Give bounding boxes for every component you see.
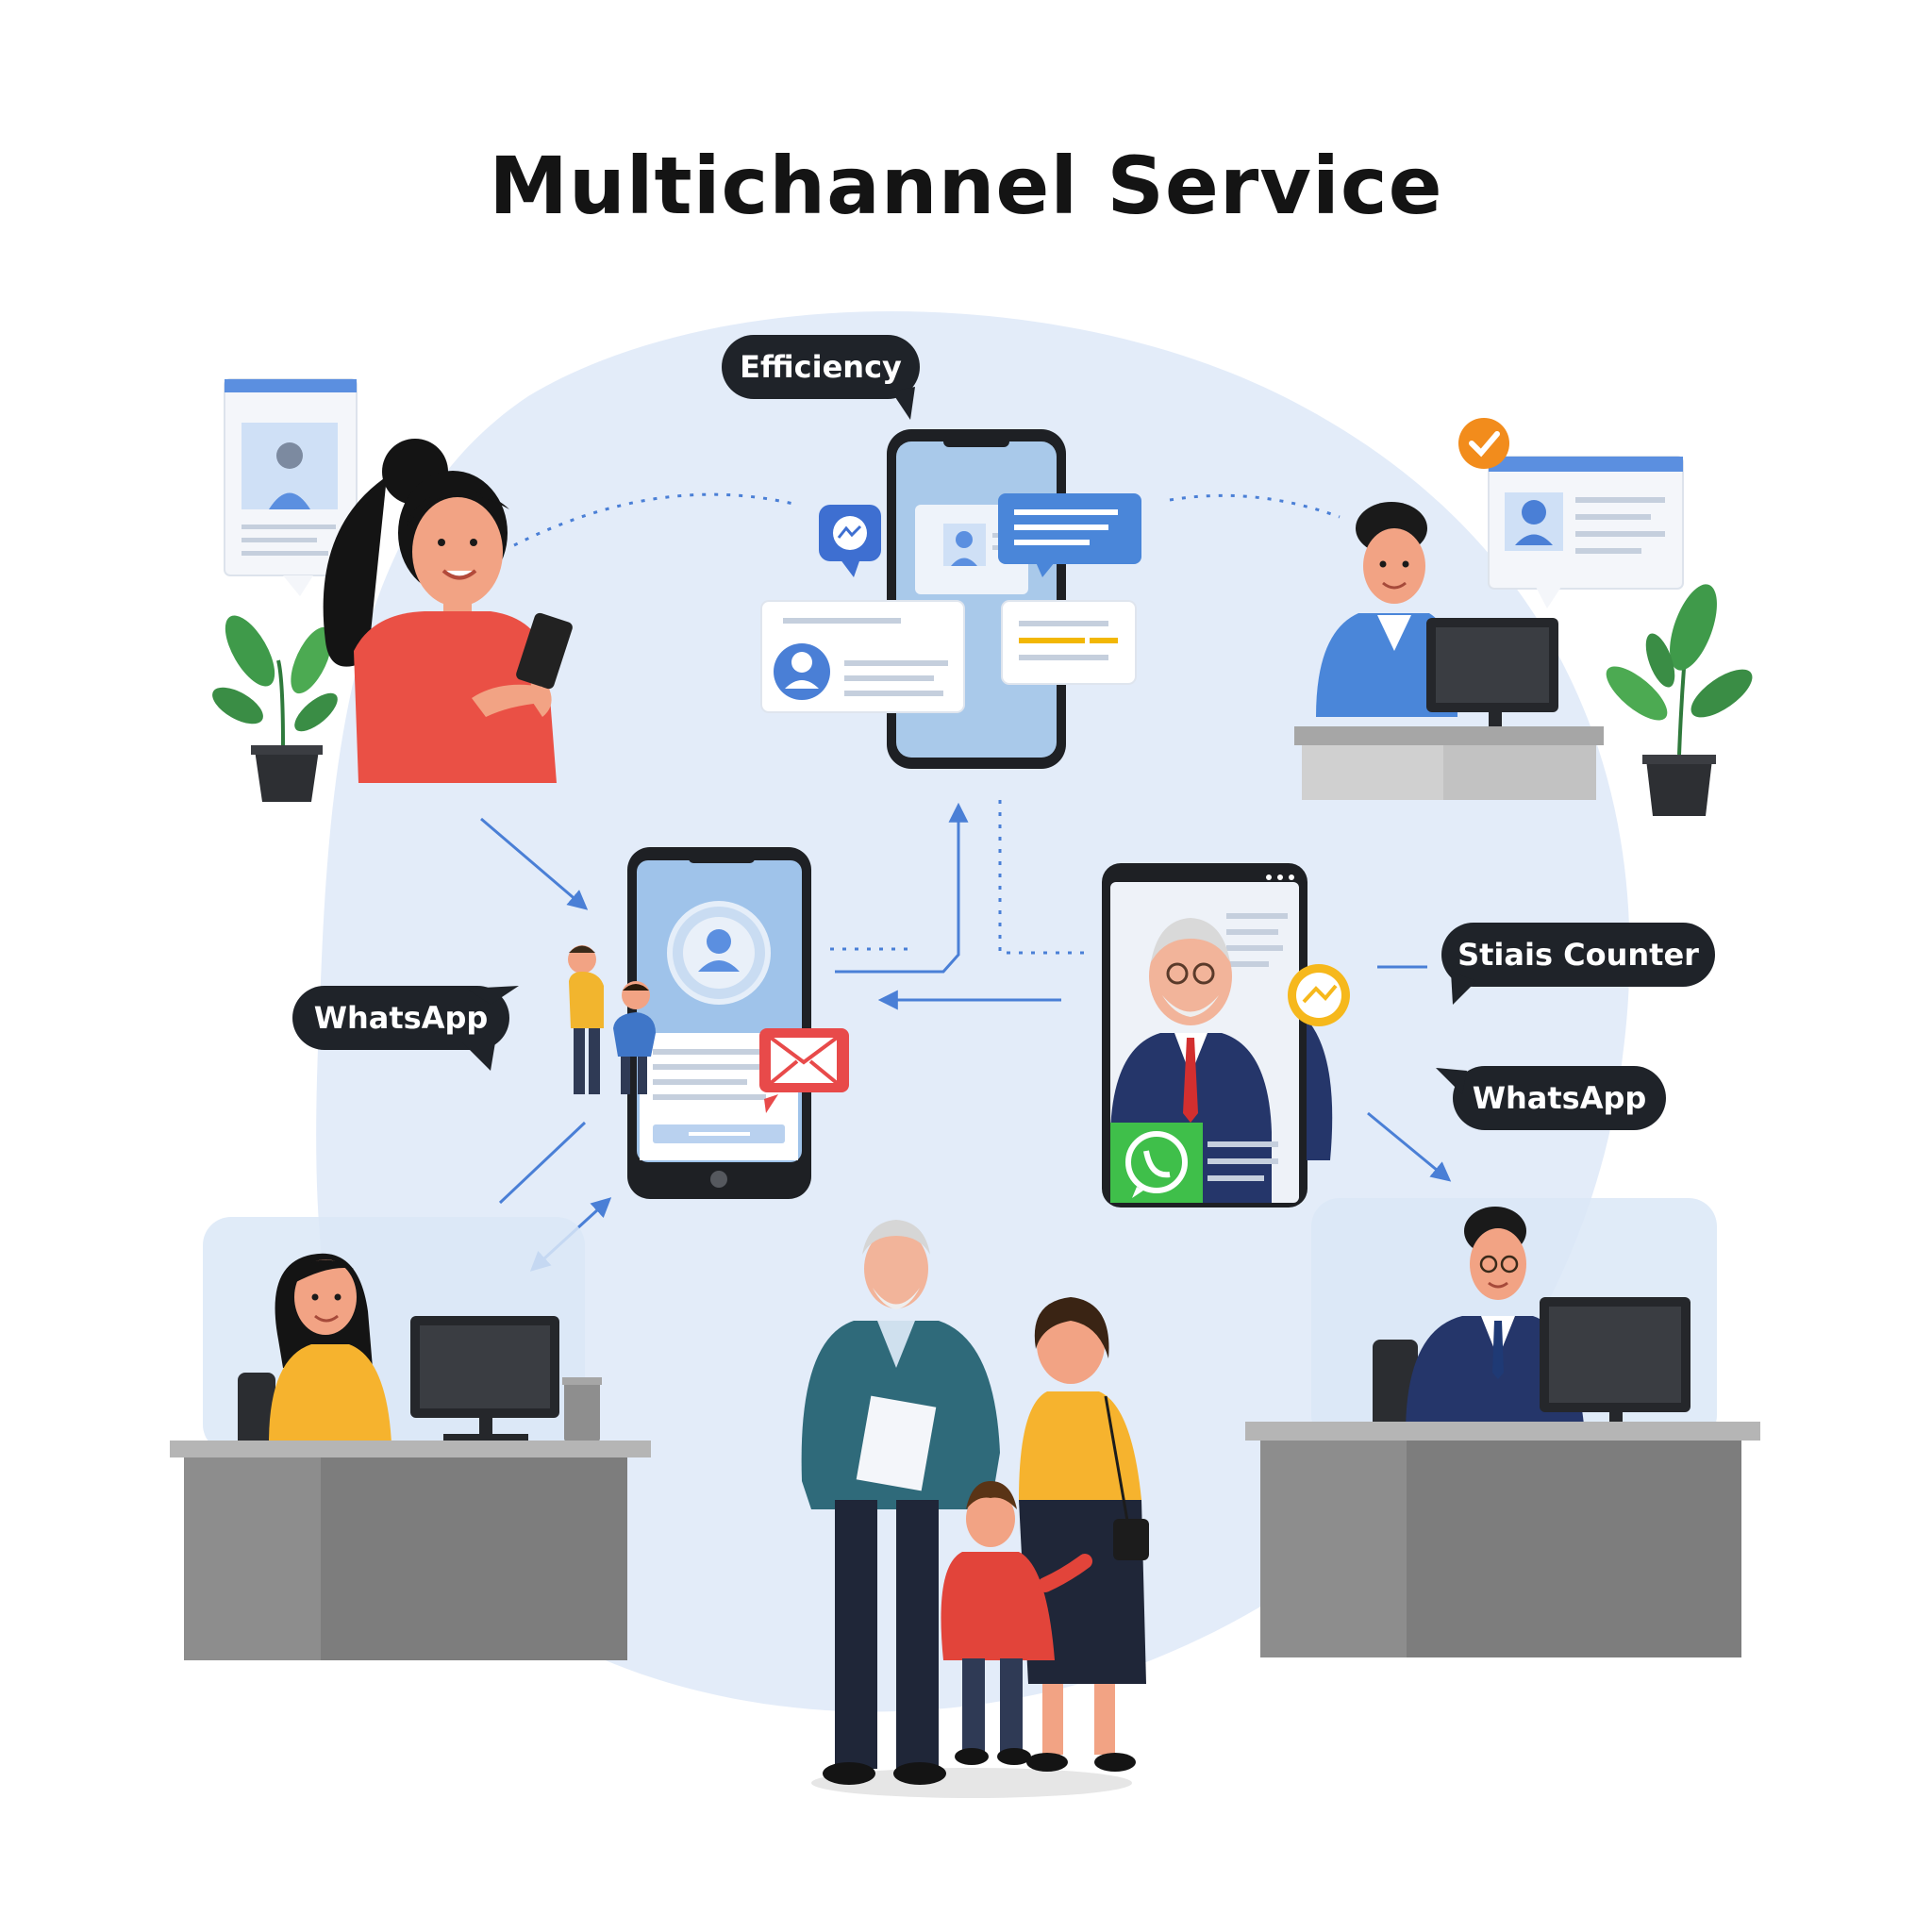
user-icon: [707, 929, 731, 954]
desk-right: [1245, 1198, 1760, 1657]
woman-with-phone: [323, 439, 573, 783]
arrow-woman-to-phone: [480, 817, 589, 910]
chat-card-profile: [760, 600, 965, 713]
gold-badge-icon: [1288, 964, 1350, 1026]
chat-bubble-blue: [998, 493, 1141, 577]
monitor-icon: [1540, 1297, 1690, 1430]
profile-card-left: [224, 378, 358, 596]
monitor-icon: [410, 1316, 559, 1441]
messenger-icon: [819, 505, 881, 577]
user-icon: [276, 442, 303, 469]
page-title: Multichannel Service: [489, 140, 1443, 232]
whatsapp-right-label: WhatsApp: [1473, 1080, 1647, 1116]
center-phone: [887, 429, 1066, 769]
plant-icon-left: [212, 615, 338, 802]
plant-icon-right: [1606, 584, 1753, 816]
arrow-desk-to-phone: [498, 1121, 587, 1205]
arrow-up-to-center-phone: [835, 802, 969, 974]
whatsapp-bubble-right: WhatsApp: [1436, 1066, 1666, 1130]
chat-bubble-white: [1001, 600, 1137, 685]
whatsapp-bubble-left: WhatsApp: [292, 986, 519, 1071]
user-icon: [1522, 500, 1546, 525]
family-group: [801, 1220, 1149, 1798]
desk-left: [170, 1217, 651, 1660]
left-phone: [627, 847, 811, 1199]
whatsapp-icon: [1110, 1123, 1203, 1203]
man-at-desk-top: [1294, 502, 1604, 800]
profile-card-right: [1488, 456, 1684, 608]
status-counter-label: Stiais Counter: [1457, 937, 1699, 973]
background-blob: [316, 311, 1630, 1712]
arrow-to-right-desk: [1367, 1111, 1452, 1182]
small-family-figures: [568, 945, 656, 1094]
check-badge-icon: [1458, 418, 1509, 469]
phone-in-hand: [516, 612, 573, 690]
whatsapp-left-label: WhatsApp: [314, 1000, 489, 1036]
dotted-connectors: [513, 492, 1341, 955]
efficiency-label: Efficiency: [740, 349, 902, 385]
status-counter-bubble: Stiais Counter: [1441, 923, 1715, 1005]
right-phone: [1102, 863, 1333, 1208]
mail-icon: [759, 1028, 849, 1113]
efficiency-bubble: Efficiency: [722, 335, 920, 420]
connector-up-to-right-phone: [998, 800, 1085, 955]
